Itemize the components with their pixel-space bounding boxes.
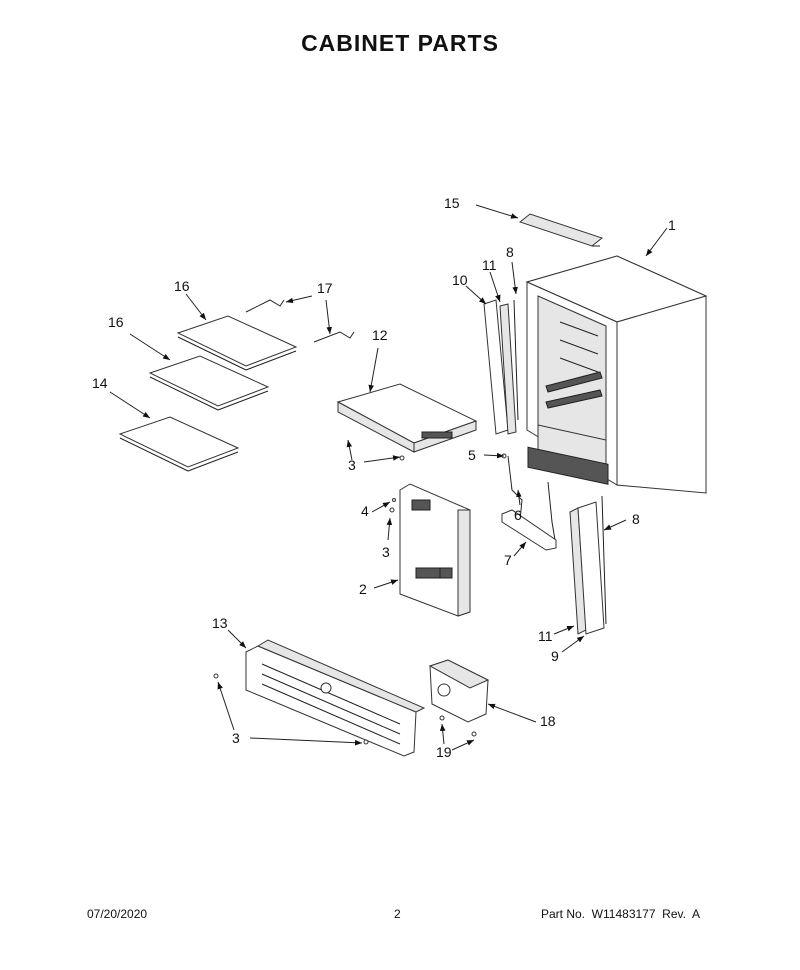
callout-19: 19 — [436, 744, 452, 760]
callout-8-lower: 8 — [632, 511, 640, 527]
part-17-shelf-bracket — [245, 299, 355, 343]
page-title: CABINET PARTS — [301, 30, 499, 56]
callout-16-upper: 16 — [174, 278, 190, 294]
callout-17: 17 — [317, 280, 333, 296]
part-16-middle-shelf — [148, 355, 270, 411]
callout-7: 7 — [504, 552, 512, 568]
leader-lines — [109, 204, 668, 751]
part-1-cabinet — [525, 255, 708, 494]
part-7-bracket — [501, 509, 557, 551]
callout-4: 4 — [361, 503, 369, 519]
part-14-lower-shelf — [118, 416, 240, 472]
part-2-control-housing — [399, 483, 471, 617]
callout-13: 13 — [212, 615, 228, 631]
callout-3-top: 3 — [348, 457, 356, 473]
part-8-hinge-pin — [513, 299, 519, 421]
callout-16-lower: 16 — [108, 314, 124, 330]
part-9-right-trim — [577, 501, 605, 635]
part-13-kickplate-grille — [245, 639, 426, 757]
callout-3-bottom: 3 — [232, 730, 240, 746]
part-18-drain-pan — [428, 659, 490, 723]
part-16-upper-shelf — [176, 315, 298, 371]
callout-11-lower: 11 — [538, 628, 553, 644]
footer-date: 07/20/2020 — [87, 907, 148, 921]
footer-part-number: Part No. W11483177 Rev. A — [541, 907, 700, 921]
callout-14: 14 — [92, 375, 108, 391]
callout-2: 2 — [359, 581, 367, 597]
callout-3-middle: 3 — [382, 544, 390, 560]
callout-1: 1 — [668, 217, 676, 233]
callout-8-upper: 8 — [506, 244, 514, 260]
callout-12: 12 — [372, 327, 388, 343]
callout-11-upper: 11 — [482, 257, 497, 273]
callout-10: 10 — [452, 272, 468, 288]
callout-5: 5 — [468, 447, 476, 463]
footer-page-number: 2 — [394, 907, 401, 921]
part-12-evaporator-panel — [336, 383, 478, 453]
callout-18: 18 — [540, 713, 556, 729]
part-15-top-trim — [518, 213, 604, 247]
callout-15: 15 — [444, 195, 460, 211]
part-11-door-trim — [499, 303, 517, 435]
part-8-right-pin — [601, 495, 607, 625]
callout-9: 9 — [551, 648, 559, 664]
callout-6: 6 — [514, 507, 522, 523]
